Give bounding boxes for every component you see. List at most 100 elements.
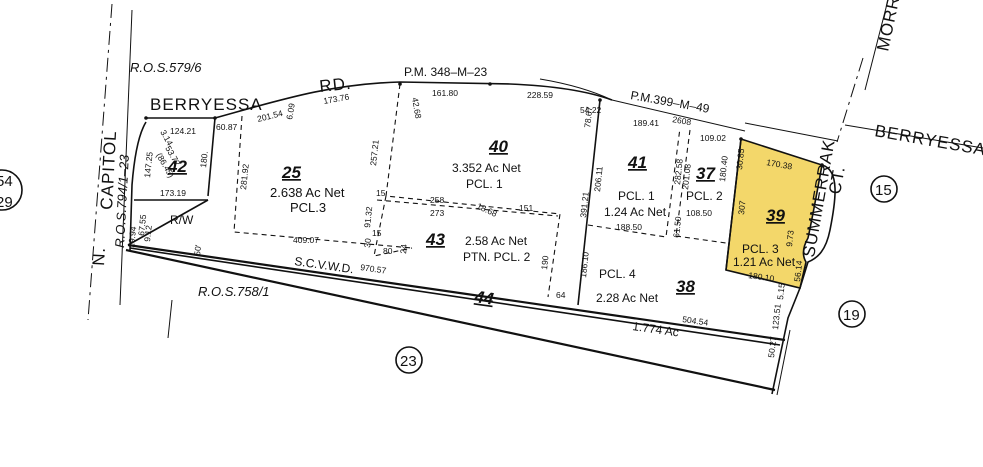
summerrak-edge bbox=[771, 164, 836, 395]
dim-180-10: 180.10 bbox=[748, 270, 775, 284]
dim-307: 307 bbox=[736, 200, 747, 215]
ref-pm-348: P.M. 348–M–23 bbox=[404, 65, 487, 79]
circle-15[interactable] bbox=[870, 175, 898, 203]
parcel-41-num: 41 bbox=[627, 153, 647, 172]
parcel-25-acres: 2.638 Ac Net bbox=[270, 185, 345, 200]
sw-line bbox=[167, 299, 173, 339]
circle-19[interactable] bbox=[838, 300, 866, 328]
vertex-dot bbox=[398, 82, 402, 86]
scvwd-north-line bbox=[127, 243, 786, 342]
parcel-37-east bbox=[725, 138, 742, 271]
dim-273: 273 bbox=[430, 208, 444, 218]
parcel-43-top bbox=[376, 199, 559, 217]
parcel-39-highlight[interactable] bbox=[725, 137, 823, 289]
dim-64: 64 bbox=[556, 290, 566, 300]
circle-54[interactable] bbox=[0, 169, 23, 211]
street-n: N. bbox=[89, 246, 109, 266]
dim-504-54: 504.54 bbox=[682, 314, 709, 328]
dim-42-68: 42.68 bbox=[410, 97, 424, 120]
dim-189-41: 189.41 bbox=[633, 118, 659, 128]
vertex-dot bbox=[488, 82, 492, 86]
parcel-40-boundary bbox=[385, 83, 561, 298]
parcel-41-west[interactable] bbox=[577, 99, 601, 306]
street-berryessa-west: BERRYESSA bbox=[150, 95, 263, 114]
dim-186-10: 186.10 bbox=[578, 251, 591, 278]
dim-54-22: 54.22 bbox=[580, 105, 602, 115]
dim-2608: 2608 bbox=[672, 114, 693, 127]
dim-19-94: 19.94 bbox=[126, 226, 138, 248]
dim-258: 258 bbox=[430, 195, 444, 205]
vertex-dot bbox=[213, 116, 217, 120]
dim-151: 151 bbox=[519, 203, 533, 213]
dim-24: 24 bbox=[398, 243, 409, 254]
dim-50p: 50' bbox=[192, 244, 203, 256]
dim-188-50: 188.50 bbox=[616, 222, 642, 232]
parcel-44-num: 44 bbox=[472, 287, 495, 309]
dim-15a: 15 bbox=[376, 188, 386, 198]
dim-15b: 15 bbox=[372, 228, 382, 238]
dim-147-25: 147.25 bbox=[142, 151, 155, 178]
circle-54-label: 54 bbox=[0, 173, 13, 190]
parcel-38-num: 38 bbox=[676, 277, 695, 296]
parcel-40-num: 40 bbox=[488, 137, 508, 156]
dim-18-68: 18.68 bbox=[475, 201, 499, 219]
summerrak-centerline bbox=[776, 329, 791, 396]
circle-23[interactable] bbox=[395, 346, 423, 374]
dim-161-80: 161.80 bbox=[432, 88, 458, 98]
dim-391-21: 391.21 bbox=[578, 191, 591, 218]
parcel-39-pcl: PCL. 3 bbox=[742, 242, 779, 256]
dim-282-58: 282.58 bbox=[672, 158, 685, 185]
berryessa-curb-line bbox=[539, 78, 746, 132]
dim-257-21: 257.21 bbox=[368, 139, 381, 166]
parcel-43-num: 43 bbox=[425, 230, 445, 249]
parcel-41-pcl: PCL. 1 bbox=[618, 189, 655, 203]
parcel-42-boundary bbox=[129, 121, 147, 251]
dim-180: 180. bbox=[198, 151, 210, 169]
street-berryessa-east: BERRYESSA bbox=[873, 121, 983, 159]
dim-6-09: 6.09 bbox=[284, 102, 297, 120]
ref-ros-758: R.O.S.758/1 bbox=[198, 284, 270, 299]
parcel-39-num: 39 bbox=[766, 206, 785, 225]
scvwd-north-line2 bbox=[129, 247, 781, 346]
street-ct: CT. bbox=[825, 164, 849, 195]
parcel-37-south bbox=[675, 235, 727, 244]
dim-123-51: 123.51 bbox=[770, 303, 783, 330]
street-rd: RD. bbox=[318, 74, 352, 96]
dim-61-50: 61.50 bbox=[671, 216, 683, 238]
dim-78-67: 78.67 bbox=[582, 106, 594, 128]
circle-23-label: 23 bbox=[400, 353, 417, 370]
rw-line bbox=[127, 199, 209, 246]
parcel-40-pcl: PCL. 1 bbox=[466, 177, 503, 191]
dim-173-19: 173.19 bbox=[160, 188, 186, 198]
berryessa-edge-north bbox=[146, 81, 613, 119]
street-morr: MORR bbox=[873, 0, 903, 53]
scvwd-south-line bbox=[125, 248, 776, 392]
parcel-39-acres: 1.21 Ac Net bbox=[733, 255, 796, 269]
dim-173-76: 173.76 bbox=[323, 92, 351, 106]
morr-centerline bbox=[836, 57, 864, 143]
berryessa-east-edge bbox=[744, 122, 839, 142]
vertex-dot bbox=[739, 137, 743, 141]
dim-206-11: 206.11 bbox=[592, 166, 605, 193]
dim-56-14: 56.14 bbox=[792, 260, 804, 282]
dim-9-73: 9.73 bbox=[784, 229, 796, 247]
dim-60-87: 60.87 bbox=[216, 122, 238, 132]
parcel-25-num: 25 bbox=[281, 163, 301, 182]
dim-109-02: 109.02 bbox=[700, 133, 726, 143]
parcel-44-acres: 1.774 Ac bbox=[632, 319, 680, 339]
capitol-row-line bbox=[119, 9, 133, 306]
ref-ros-579: R.O.S.579/6 bbox=[130, 60, 202, 75]
vertex-dot bbox=[820, 163, 824, 167]
dim-108-50: 108.50 bbox=[686, 208, 712, 218]
parcel-37-pcl: PCL. 2 bbox=[686, 189, 723, 203]
dim-170-38: 170.38 bbox=[766, 157, 794, 171]
rw-label: R/W bbox=[170, 213, 194, 227]
circle-15-label: 15 bbox=[875, 182, 892, 199]
street-capitol: CAPITOL bbox=[97, 130, 120, 210]
circle-19-label: 19 bbox=[843, 307, 860, 324]
ref-pm-399: P.M.399–M–49 bbox=[629, 88, 710, 116]
capitol-centerline bbox=[87, 3, 113, 321]
dim-80: 80 bbox=[383, 246, 393, 256]
parcel-43-internal bbox=[373, 195, 413, 257]
